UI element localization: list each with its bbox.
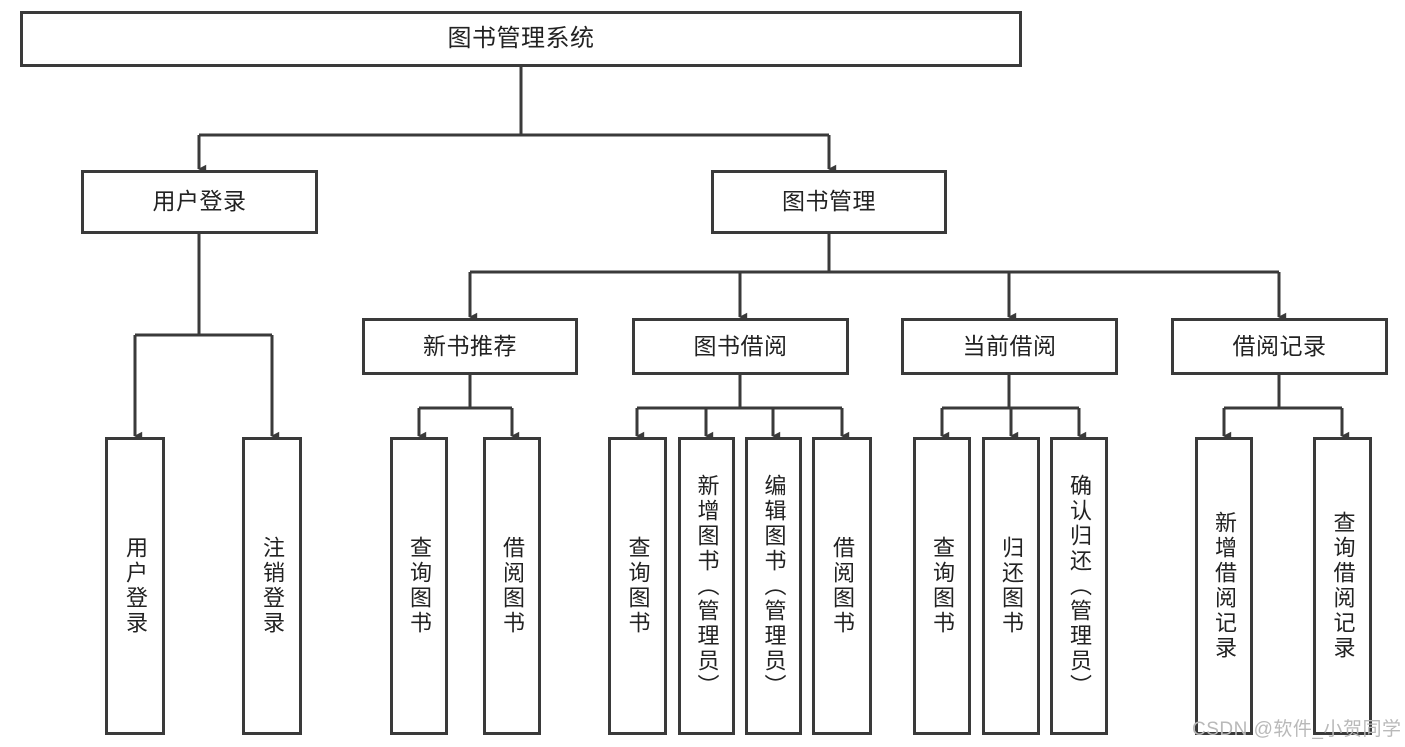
- node-leaf-12: 新增借阅记录: [1195, 437, 1253, 735]
- node-label: 注销登录: [259, 536, 285, 636]
- node-label: 图书借阅: [693, 332, 788, 359]
- node-label: 借阅记录: [1232, 332, 1327, 359]
- node-label: 新增图书（管理员）: [694, 473, 720, 699]
- node-label: 当前借阅: [962, 332, 1057, 359]
- node-book-manage: 图书管理: [711, 170, 947, 234]
- node-label: 查询图书: [929, 536, 955, 636]
- node-label: 编辑图书（管理员）: [761, 473, 787, 699]
- node-label: 用户登录: [152, 188, 247, 215]
- node-label: 新书推荐: [423, 332, 517, 359]
- node-label: 图书管理: [782, 188, 876, 215]
- node-root: 图书管理系统: [20, 11, 1022, 67]
- node-user-login: 用户登录: [81, 170, 318, 234]
- node-label: 查询图书: [625, 536, 651, 636]
- node-label: 查询图书: [406, 536, 432, 636]
- node-leaf-1: 用户登录: [105, 437, 165, 735]
- node-label: 新增借阅记录: [1211, 511, 1237, 661]
- node-leaf-4: 借阅图书: [483, 437, 541, 735]
- node-leaf-3: 查询图书: [390, 437, 448, 735]
- node-leaf-2: 注销登录: [242, 437, 302, 735]
- node-label: 归还图书: [998, 536, 1024, 636]
- node-label: 图书管理系统: [447, 24, 595, 52]
- node-leaf-10: 归还图书: [982, 437, 1040, 735]
- node-new-book-rec: 新书推荐: [362, 318, 578, 375]
- node-leaf-13: 查询借阅记录: [1313, 437, 1372, 735]
- node-label: 借阅图书: [499, 536, 525, 636]
- node-leaf-6: 新增图书（管理员）: [678, 437, 735, 735]
- node-label: 确认归还（管理员）: [1066, 473, 1092, 699]
- node-label: 借阅图书: [829, 536, 855, 636]
- node-label: 查询借阅记录: [1330, 511, 1356, 661]
- node-leaf-7: 编辑图书（管理员）: [745, 437, 802, 735]
- node-book-borrow: 图书借阅: [632, 318, 849, 375]
- watermark: CSDN @软件_小贺同学: [1192, 719, 1402, 740]
- node-leaf-5: 查询图书: [608, 437, 667, 735]
- node-current-borrow: 当前借阅: [901, 318, 1118, 375]
- edge-paths: [133, 67, 1350, 441]
- node-leaf-9: 查询图书: [913, 437, 971, 735]
- node-borrow-record: 借阅记录: [1171, 318, 1388, 375]
- node-label: 用户登录: [122, 536, 148, 636]
- node-leaf-8: 借阅图书: [812, 437, 872, 735]
- node-leaf-11: 确认归还（管理员）: [1050, 437, 1108, 735]
